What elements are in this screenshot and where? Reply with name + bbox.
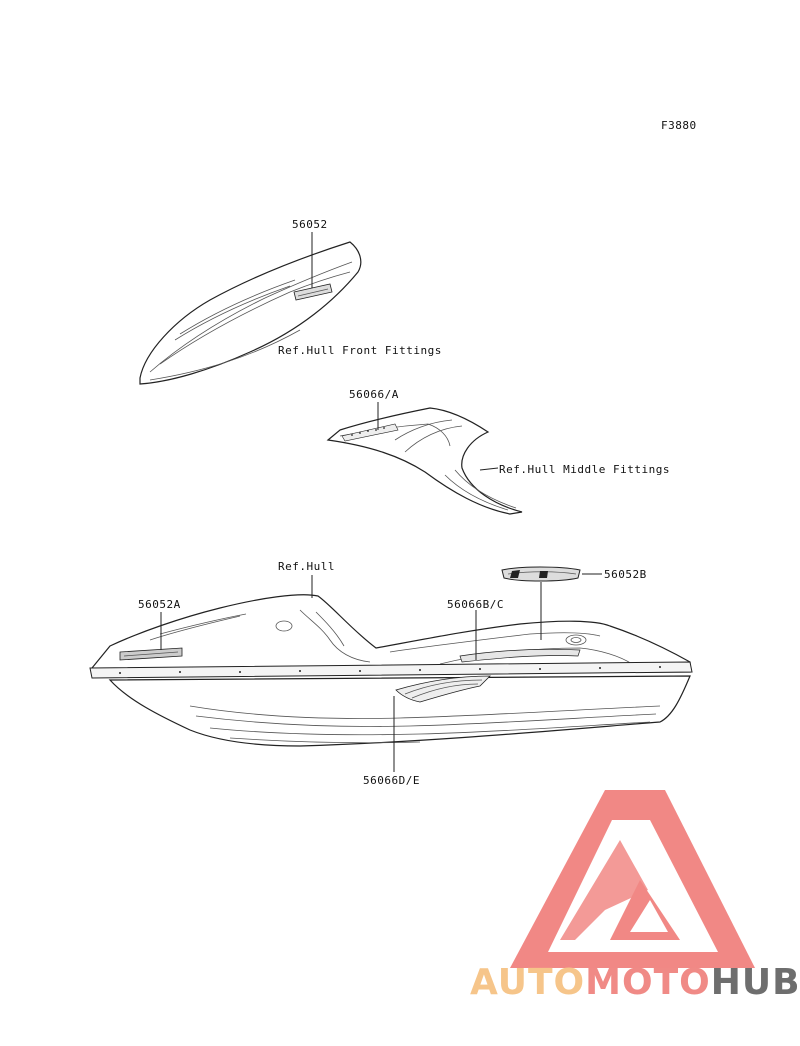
automotohub-logo-icon — [510, 790, 755, 968]
front-cowl-drawing — [139, 241, 362, 385]
watermark-hub: HUB — [711, 962, 800, 1003]
front-decal-logo — [293, 283, 333, 301]
decal-56052b-drawing — [501, 566, 581, 582]
middle-panel-drawing — [326, 407, 523, 515]
figure-code: F3880 — [661, 119, 697, 132]
part-number-56066b-c: 56066B/C — [447, 598, 504, 611]
automotohub-watermark: AUTOMOTOHUB — [470, 790, 800, 1003]
part-number-56066d-e: 56066D/E — [363, 774, 420, 787]
ref-hull-middle-fittings: Ref.Hull Middle Fittings — [499, 463, 670, 476]
ref-hull-front-fittings: Ref.Hull Front Fittings — [278, 344, 442, 357]
ref-hull: Ref.Hull — [278, 560, 335, 573]
svg-text:AUTOMOTOHUB: AUTOMOTOHUB — [470, 962, 800, 1003]
watermark-moto: MOTO — [585, 962, 711, 1003]
part-number-56052b: 56052B — [604, 568, 647, 581]
part-number-56066-a: 56066/A — [349, 388, 399, 401]
part-number-56052a: 56052A — [138, 598, 181, 611]
hull-drawing — [89, 594, 693, 747]
part-number-56052: 56052 — [292, 218, 328, 231]
hull-front-decal — [119, 647, 183, 661]
watermark-auto: AUTO — [470, 962, 585, 1003]
